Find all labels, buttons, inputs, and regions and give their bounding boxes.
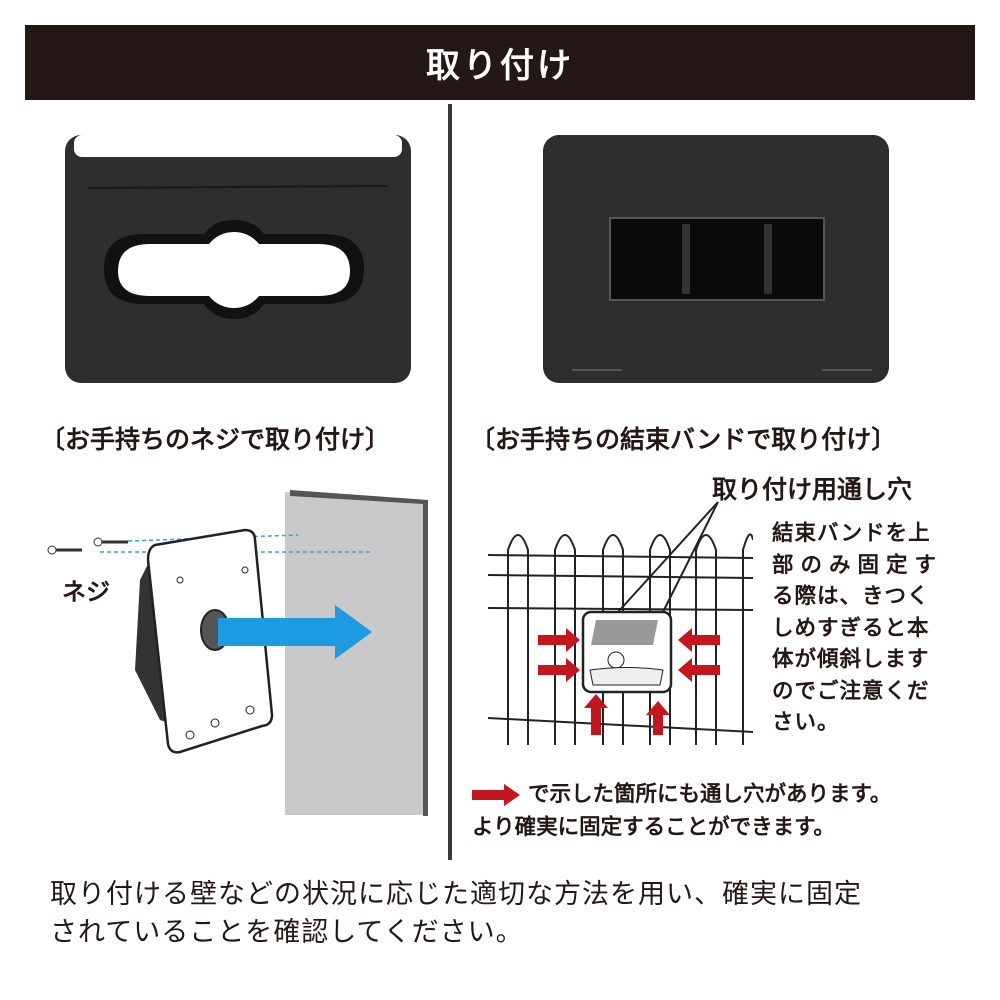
red-arrow-legend-icon — [472, 784, 520, 806]
section-header: 取り付け — [25, 25, 975, 100]
section-title: 取り付け — [426, 46, 574, 86]
note-line: さい。 — [772, 710, 840, 735]
column-divider — [448, 104, 452, 860]
note-line: 体が傾斜します — [772, 647, 930, 672]
note-line: 結束バンドを上 — [772, 521, 931, 546]
note-line: 部のみ固定す — [772, 552, 944, 578]
note-line: で示した箇所にも通し穴があります。 — [528, 782, 892, 807]
band-mount-caption: 〔お手持ちの結束バンドで取り付け〕 — [470, 425, 897, 454]
band-caution-note: 結束バンドを上 部のみ固定す る際は、きつく しめすぎると本 体が傾斜します の… — [772, 518, 952, 739]
blue-arrow-icon — [218, 605, 372, 659]
footer-line: 取り付ける壁などの状況に応じた適切な方法を用い、確実に固定 — [50, 879, 862, 910]
note-line: しめすぎると本 — [772, 615, 930, 641]
extra-holes-note: で示した箇所にも通し穴があります。 より確実に固定することができます。 — [472, 778, 891, 844]
mounting-hole-label: 取り付け用通し穴 — [712, 475, 913, 504]
screw-mount-caption: 〔お手持ちのネジで取り付け〕 — [40, 425, 391, 454]
note-line: のでご注意くだ — [772, 678, 930, 704]
keyhole-slot-photo — [65, 135, 411, 383]
footer-instruction: 取り付ける壁などの状況に応じた適切な方法を用い、確実に固定 されていることを確認… — [50, 876, 862, 952]
fence-mount-illustration — [488, 501, 753, 745]
screw-mount-illustration — [47, 490, 428, 816]
screw-icon — [47, 537, 128, 555]
note-line: る際は、きつく — [772, 584, 930, 609]
note-line: より確実に固定することができます。 — [472, 815, 835, 840]
footer-line: されていることを確認してください。 — [50, 917, 524, 948]
screw-label: ネジ — [62, 578, 110, 606]
band-slot-photo — [543, 135, 889, 383]
red-arrows-icon — [538, 628, 720, 735]
